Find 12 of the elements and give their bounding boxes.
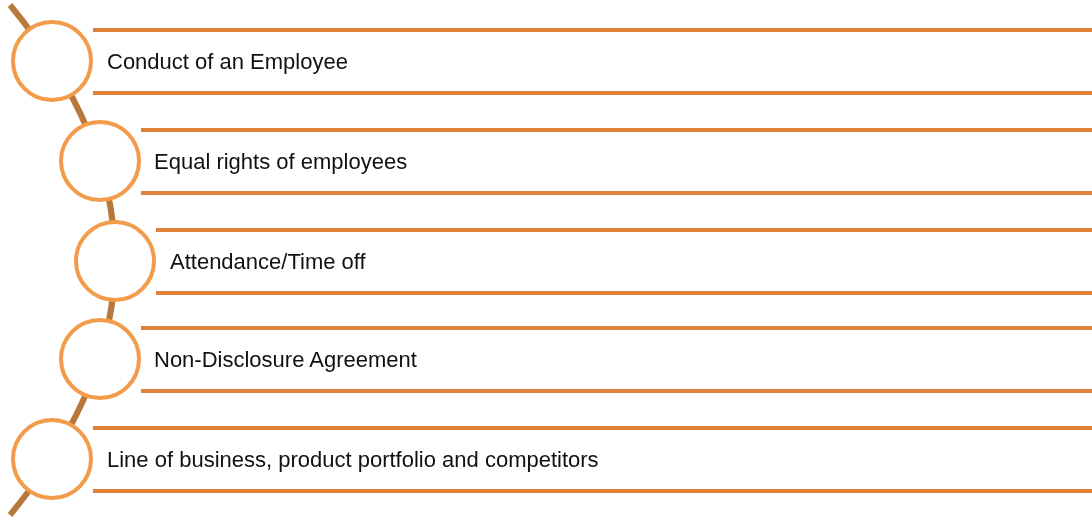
item-text: Line of business, product portfolio and competitors (107, 446, 599, 473)
bullet-circle (11, 418, 93, 500)
list-band (141, 128, 1092, 195)
item-text: Conduct of an Employee (107, 48, 348, 75)
list-band (141, 326, 1092, 393)
bullet-circle (11, 20, 93, 102)
list-band (156, 228, 1092, 295)
item-text: Equal rights of employees (154, 148, 408, 175)
list-band (93, 426, 1092, 493)
list-band (93, 28, 1092, 95)
item-text: Attendance/Time off (170, 248, 366, 275)
item-text: Non-Disclosure Agreement (154, 346, 417, 373)
